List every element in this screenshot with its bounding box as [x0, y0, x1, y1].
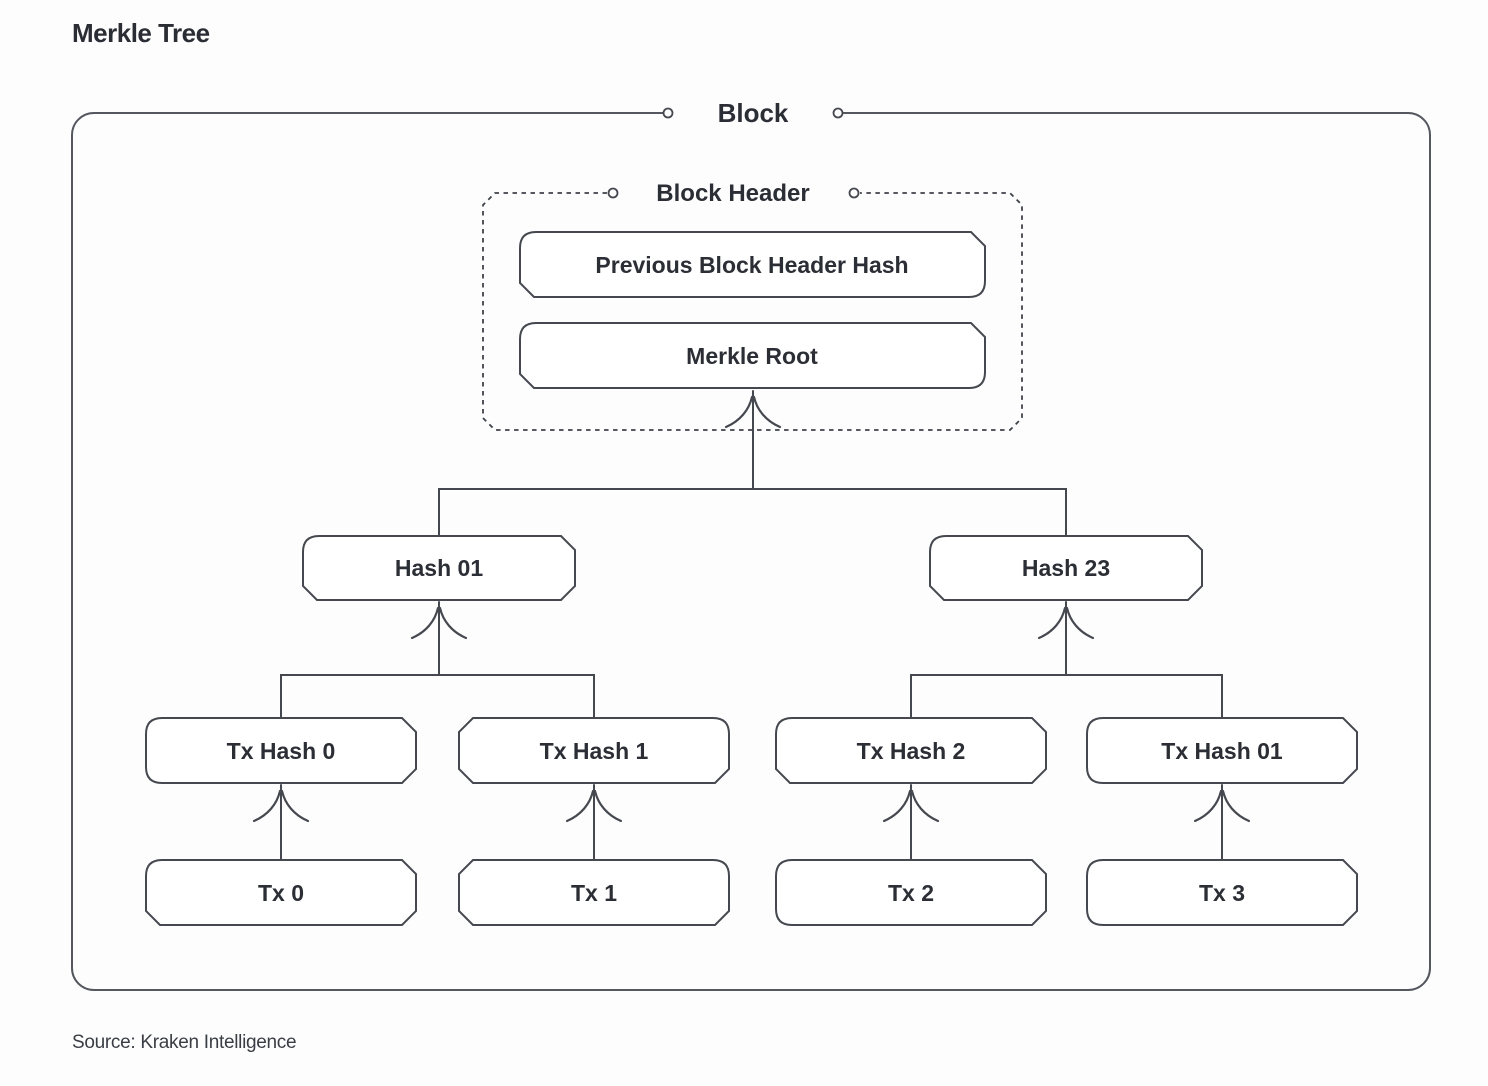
block-label: Block: [718, 98, 789, 128]
node-previous-block-header-hash: [519, 231, 986, 298]
node-tx-hash-1-label: Tx Hash 1: [540, 738, 649, 764]
source-attribution: Source: Kraken Intelligence: [72, 1032, 296, 1053]
node-tx-0: [145, 859, 417, 926]
connector-root-tier: [438, 488, 1067, 537]
block-gap-circle-right: [832, 107, 844, 119]
node-tx-hash-0: [145, 717, 417, 784]
node-tx-hash-0-label: Tx Hash 0: [227, 738, 336, 764]
node-tx-1: [458, 859, 730, 926]
connector-left-tier: [280, 674, 595, 719]
node-tx-0-label: Tx 0: [258, 880, 304, 906]
node-merkle-root: [519, 322, 986, 389]
block-gap-circle-left: [662, 107, 674, 119]
node-tx-2: [775, 859, 1047, 926]
node-hash-01-label: Hash 01: [395, 555, 483, 581]
figure-title: Merkle Tree: [72, 18, 210, 48]
node-tx-3: [1086, 859, 1358, 926]
node-tx-3-label: Tx 3: [1199, 880, 1245, 906]
node-tx-2-label: Tx 2: [888, 880, 934, 906]
node-hash-01: [302, 535, 576, 601]
block-container-border: [71, 112, 1431, 991]
node-hash-23-label: Hash 23: [1022, 555, 1110, 581]
block-header-gap-circle-left: [607, 187, 619, 199]
node-tx-hash-3-label: Tx Hash 01: [1161, 738, 1283, 764]
block-header-gap-circle-right: [848, 187, 860, 199]
node-previous-block-header-hash-label: Previous Block Header Hash: [595, 252, 908, 278]
node-tx-hash-3: [1086, 717, 1358, 784]
node-tx-1-label: Tx 1: [571, 880, 617, 906]
node-tx-hash-2-label: Tx Hash 2: [857, 738, 966, 764]
connector-right-tier: [910, 674, 1223, 719]
node-tx-hash-2: [775, 717, 1047, 784]
node-merkle-root-label: Merkle Root: [686, 343, 818, 369]
node-hash-23: [929, 535, 1203, 601]
block-header-label: Block Header: [656, 180, 809, 207]
node-tx-hash-1: [458, 717, 730, 784]
